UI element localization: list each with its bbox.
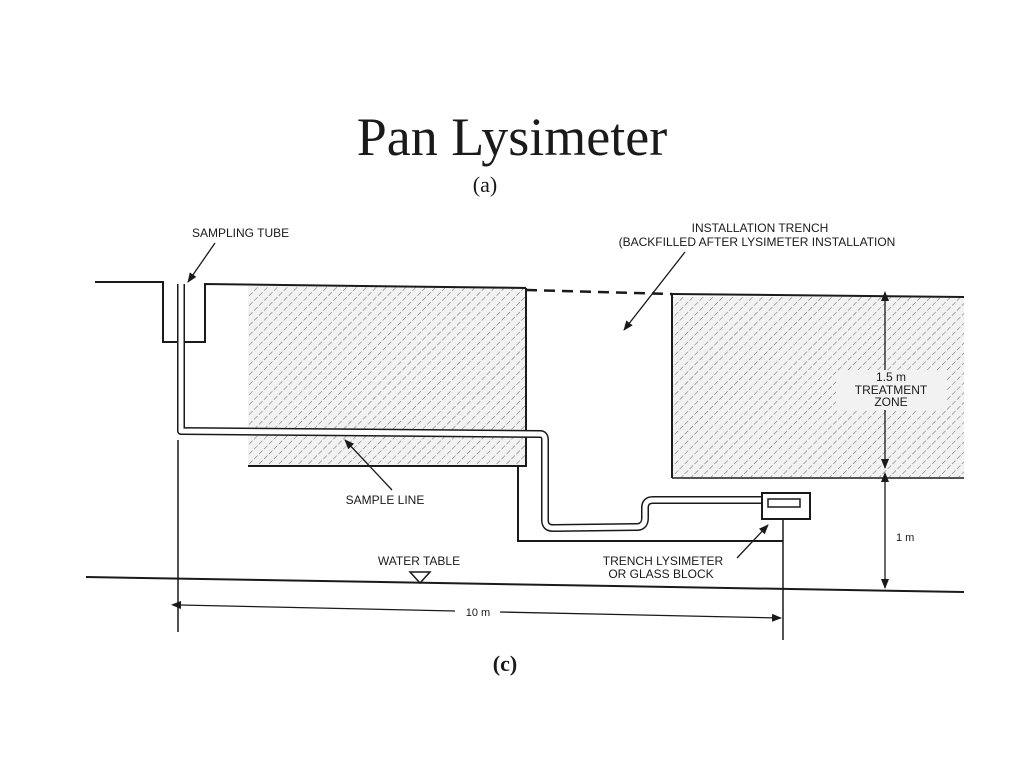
treatment-label-3: ZONE bbox=[874, 395, 907, 409]
soil-block-left bbox=[248, 286, 526, 466]
installation-trench-label-2: (BACKFILLED AFTER LYSIMETER INSTALLATION bbox=[619, 235, 896, 249]
water-table-symbol bbox=[408, 571, 432, 585]
installation-trench-leader bbox=[623, 251, 686, 331]
trench-surface-dashed bbox=[525, 288, 673, 296]
trench-lysimeter-leader bbox=[736, 524, 769, 559]
sampling-tube-inner bbox=[178, 284, 770, 531]
treatment-label-1: 1.5 m bbox=[876, 370, 906, 384]
trench-lysimeter-inner bbox=[767, 498, 801, 508]
one-meter-label: 1 m bbox=[896, 532, 914, 544]
water-table-label: WATER TABLE bbox=[378, 554, 460, 568]
water-table-line bbox=[85, 576, 965, 593]
trench-lysimeter-box bbox=[761, 492, 811, 520]
ten-meter-label: 10 m bbox=[466, 607, 490, 619]
slide-title: Pan Lysimeter bbox=[357, 107, 667, 167]
figure-caption-top: (a) bbox=[473, 172, 497, 197]
treatment-label-2: TREATMENT bbox=[855, 383, 928, 397]
trench-lysimeter-label-2: OR GLASS BLOCK bbox=[608, 567, 713, 581]
trench-lysimeter-label-1: TRENCH LYSIMETER bbox=[603, 554, 724, 568]
trench-outline bbox=[248, 288, 783, 542]
figure-caption-bottom: (c) bbox=[493, 651, 517, 676]
ten-meter-dimension bbox=[171, 601, 456, 612]
sample-line-label: SAMPLE LINE bbox=[346, 493, 425, 507]
sampling-tube-label: SAMPLING TUBE bbox=[192, 226, 289, 240]
ground-surface-right bbox=[671, 293, 965, 298]
treatment-label-bg bbox=[836, 370, 946, 410]
sample-line-leader bbox=[344, 439, 393, 491]
installation-trench-label-1: INSTALLATION TRENCH bbox=[692, 221, 829, 235]
ten-meter-dimension-right bbox=[499, 611, 782, 622]
sampling-tube-leader bbox=[187, 242, 216, 283]
